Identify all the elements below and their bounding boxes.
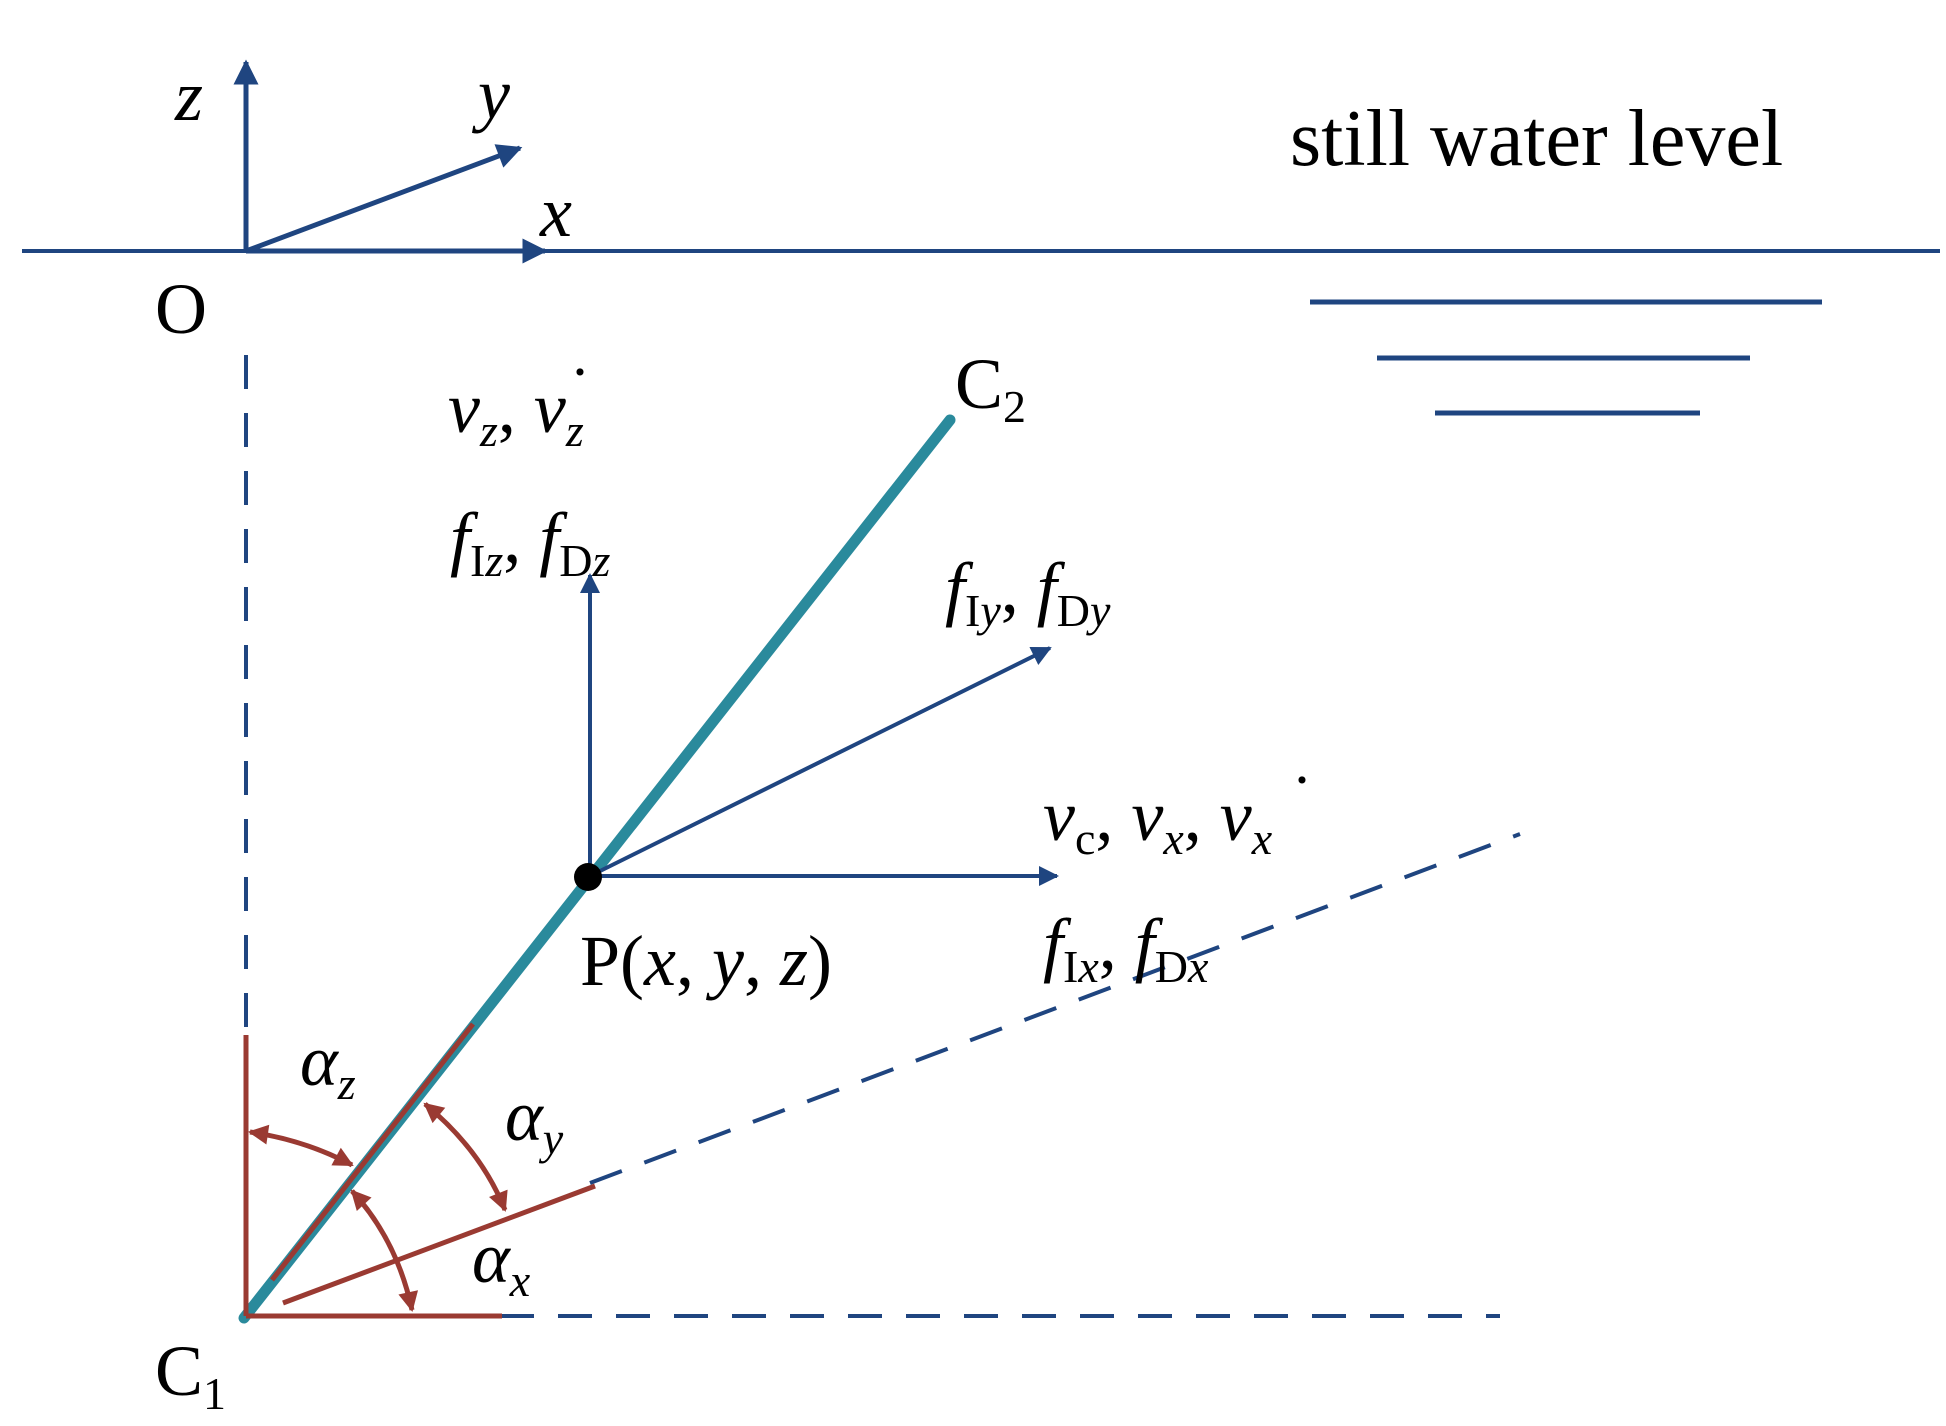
point-p-dot (574, 863, 602, 891)
global-axes (233, 59, 548, 264)
svg-text:fIz, fDz: fIz, fDz (450, 498, 611, 586)
reference-dashed-lines (244, 355, 1521, 1318)
angle-construction (243, 1022, 596, 1319)
alpha-z-label: αz (300, 1021, 356, 1109)
alpha-y-label: αy (505, 1076, 564, 1164)
point-p-label: P(x, y, z) (580, 921, 832, 1001)
y-block-labels: fIy, fDy (945, 548, 1111, 636)
svg-text:fIy, fDy: fIy, fDy (945, 548, 1111, 636)
projection-dashed-line (589, 832, 1521, 1185)
axis-x-label: x (539, 172, 572, 252)
alpha-x-arc (350, 1189, 419, 1312)
water-level-symbol (1310, 299, 1822, 416)
svg-text:vc, vx, vx: vc, vx, vx (1043, 776, 1273, 864)
force-y-arrow (589, 646, 1052, 878)
c1-label: C1 (155, 1331, 226, 1419)
alpha-z-arc (248, 1124, 354, 1168)
still-water-label: still water level (1290, 95, 1783, 183)
axis-y-arrow (245, 144, 523, 254)
x-vdot-dot: · (1292, 747, 1312, 813)
force-arrows (580, 573, 1059, 886)
z-block-labels: vz, vz · fIz, fDz (448, 339, 611, 586)
svg-text:vz, vz: vz, vz (448, 368, 584, 456)
c2-label: C2 (955, 344, 1026, 432)
alpha-x-label: αx (472, 1218, 531, 1306)
svg-text:fIx, fDx: fIx, fDx (1043, 904, 1209, 992)
angle-projection-ref (282, 1183, 596, 1306)
axis-z-label: z (174, 56, 203, 136)
x-block-labels: vc, vx, vx · fIx, fDx (1043, 747, 1312, 992)
z-vdot-dot: · (570, 339, 590, 405)
angle-member-ref (270, 1022, 475, 1282)
origin-label: O (155, 269, 207, 349)
axis-y-label: y (471, 54, 510, 134)
alpha-y-arc (423, 1102, 508, 1212)
